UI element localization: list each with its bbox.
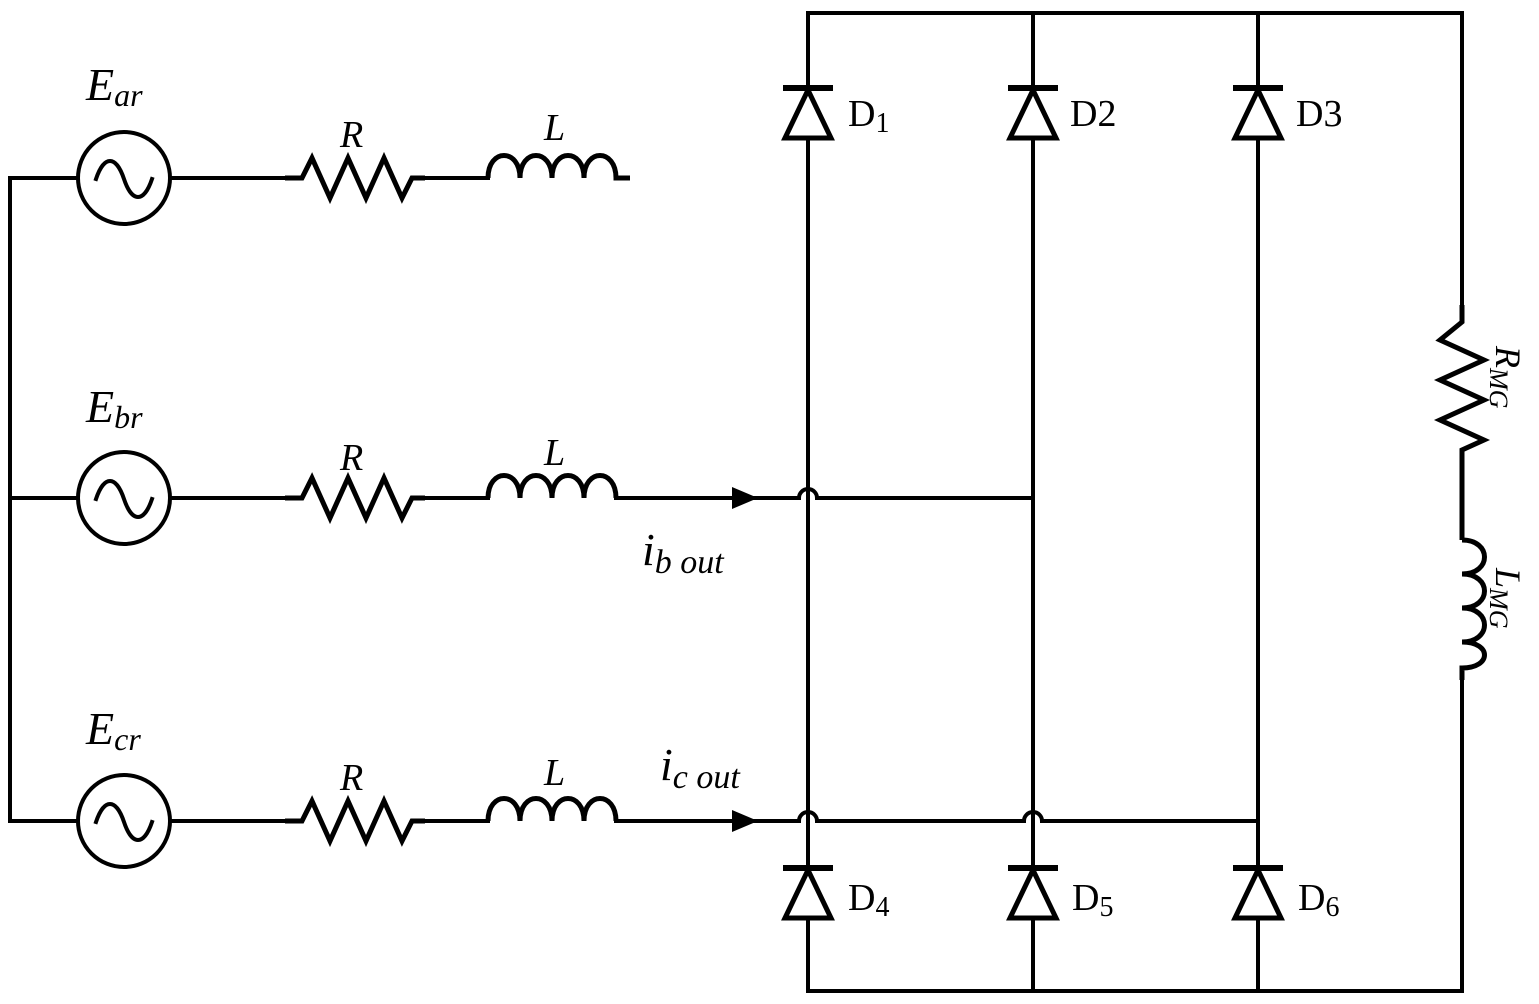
neutral-bus-wire <box>8 176 80 823</box>
inductor-a-label: L <box>543 107 565 149</box>
phase-b-current-arrow <box>732 487 758 509</box>
resistor-c-label: R <box>339 757 363 799</box>
phase-b-output-wire <box>614 487 1035 500</box>
load-inductor <box>1459 537 1487 680</box>
phase-b-resistor <box>285 471 425 525</box>
phase-a-inductor <box>485 153 630 181</box>
load-inductor-label: LMG <box>1484 567 1528 629</box>
source-c-label: Ecr <box>85 703 141 757</box>
diode-d5 <box>1006 864 1060 921</box>
resistor-a-label: R <box>339 114 363 156</box>
load-resistor-label: RMG <box>1484 345 1528 409</box>
diode-d2-label: D2 <box>1070 93 1116 135</box>
current-c-label: ic out <box>660 739 741 796</box>
load-resistor <box>1433 305 1491 540</box>
phase-c-output-wire <box>614 810 1260 823</box>
resistor-b-label: R <box>339 437 363 479</box>
diode-d1 <box>781 84 835 141</box>
top-dc-bus <box>806 11 1464 307</box>
diode-d5-label: D5 <box>1072 877 1113 923</box>
source-a-label: Ear <box>85 59 143 113</box>
source-b-label: Ebr <box>85 381 143 435</box>
diode-d1-label: D1 <box>848 93 889 139</box>
phase-c-source <box>76 773 172 869</box>
phase-c-resistor <box>285 794 425 848</box>
inductor-c-label: L <box>543 752 565 794</box>
phase-c-current-arrow <box>732 810 758 832</box>
phase-b-inductor <box>485 473 619 499</box>
diode-d4 <box>781 864 835 921</box>
diode-d3 <box>1231 84 1285 141</box>
diode-d2 <box>1006 84 1060 141</box>
current-b-label: ib out <box>642 524 725 581</box>
inductor-b-label: L <box>543 432 565 474</box>
phase-a-source <box>76 130 172 226</box>
diode-d3-label: D3 <box>1296 93 1342 135</box>
diode-d4-label: D4 <box>848 877 889 923</box>
phase-a-resistor <box>285 151 425 205</box>
phase-b-source <box>76 450 172 546</box>
bottom-dc-bus <box>806 678 1464 993</box>
diode-d6 <box>1231 864 1285 921</box>
phase-c-inductor <box>485 796 619 822</box>
diode-d6-label: D6 <box>1298 877 1339 923</box>
